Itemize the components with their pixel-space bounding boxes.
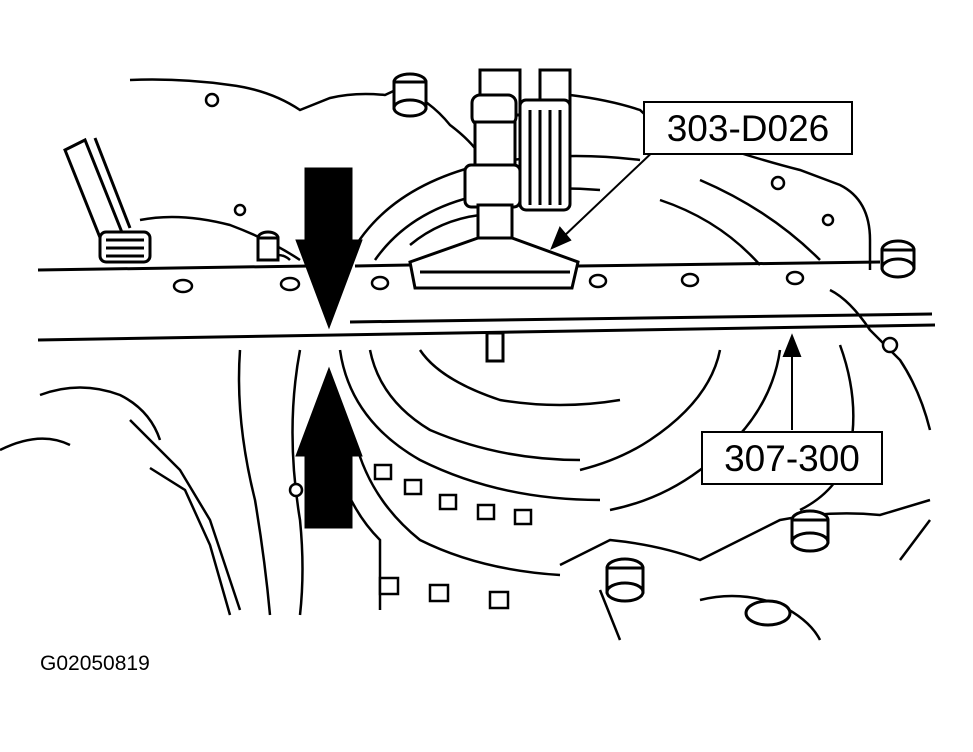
callout-303-D026: 303-D026: [643, 101, 853, 155]
left-rod: [63, 137, 152, 264]
callout-307-300-label: 307-300: [724, 438, 860, 479]
drum-teeth: [373, 463, 533, 610]
tool-307-300: [37, 260, 936, 363]
gap-arrows: [295, 167, 363, 529]
leader-lines: [550, 144, 802, 430]
arrow-up-icon: [295, 366, 363, 529]
arrow-down-icon: [295, 167, 363, 330]
bar-holes: [172, 270, 805, 294]
housing-bolts: [256, 72, 916, 627]
housing-holes: [204, 92, 899, 498]
tool-303-D026: [408, 68, 580, 290]
callout-307-300: 307-300: [701, 431, 883, 485]
figure-id: G02050819: [40, 652, 150, 675]
callout-303-D026-label: 303-D026: [667, 108, 830, 149]
drum-rings: [328, 154, 855, 610]
